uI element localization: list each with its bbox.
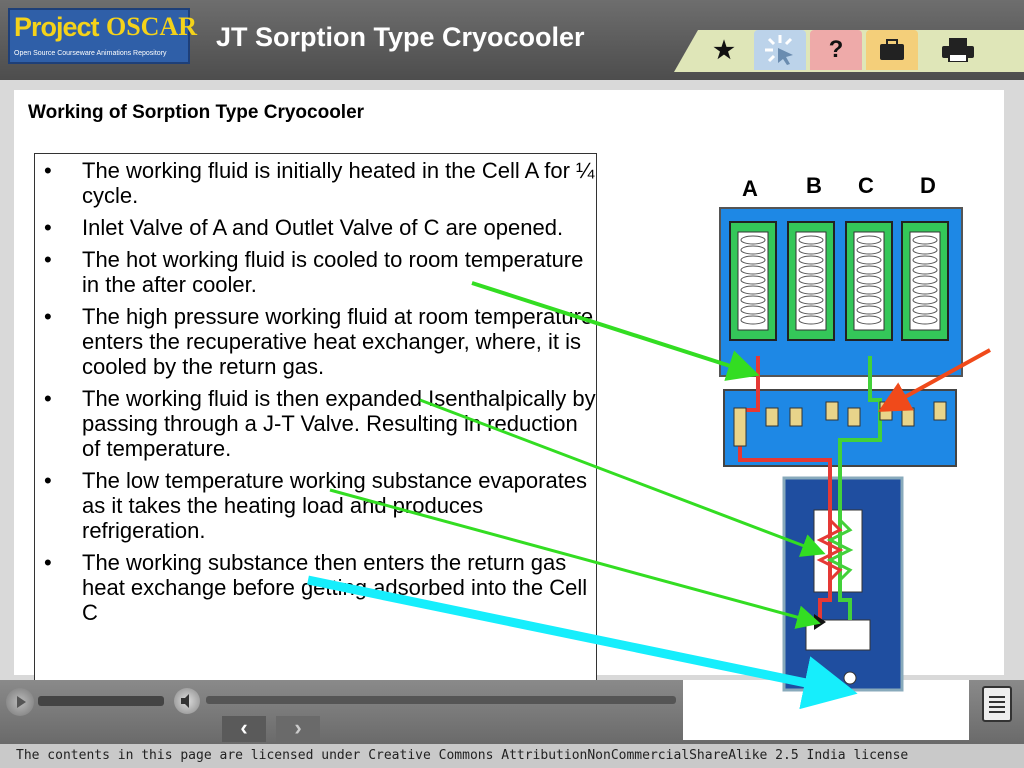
star-icon[interactable]: ★: [698, 30, 750, 70]
license-text: The contents in this page are licensed u…: [0, 744, 1024, 768]
project-oscar-logo: Project OSCAR Open Source Courseware Ani…: [8, 8, 197, 64]
help-icon[interactable]: ?: [810, 30, 862, 70]
cursor-icon[interactable]: [754, 30, 806, 70]
logo-oscar-text: OSCAR: [106, 12, 198, 41]
logo-project-text: Project: [14, 12, 100, 42]
bullet-item: The working substance then enters the re…: [44, 550, 602, 625]
cell-label-c: C: [858, 173, 874, 198]
bullet-item: Inlet Valve of A and Outlet Valve of C a…: [44, 215, 602, 240]
bullet-item: The low temperature working substance ev…: [44, 468, 602, 543]
bullet-item: The hot working fluid is cooled to room …: [44, 247, 602, 297]
cell-label-a: A: [742, 176, 758, 201]
volume-icon[interactable]: [174, 688, 200, 714]
volume-slider[interactable]: [206, 696, 676, 704]
cryocooler-diagram: A B C D: [690, 170, 1010, 740]
bullet-item: The high pressure working fluid at room …: [44, 304, 602, 379]
cell-label-d: D: [920, 173, 936, 198]
notes-icon[interactable]: [982, 686, 1012, 722]
explanation-textbox: The working fluid is initially heated in…: [34, 153, 597, 682]
briefcase-icon[interactable]: [866, 30, 918, 70]
bullet-item: The working fluid is then expanded Isent…: [44, 386, 602, 461]
bullet-item: The working fluid is initially heated in…: [44, 158, 602, 208]
play-button[interactable]: [6, 688, 34, 716]
bullet-list: The working fluid is initially heated in…: [35, 158, 602, 632]
section-title: Working of Sorption Type Cryocooler: [28, 102, 365, 123]
prev-button[interactable]: ‹: [222, 716, 266, 742]
printer-icon[interactable]: [932, 30, 984, 70]
cell-label-b: B: [806, 173, 822, 198]
next-button[interactable]: ›: [276, 716, 320, 742]
logo-subtitle: Open Source Courseware Animations Reposi…: [14, 50, 167, 57]
page-title: JT Sorption Type Cryocooler: [216, 22, 585, 52]
seek-track[interactable]: [38, 696, 164, 706]
